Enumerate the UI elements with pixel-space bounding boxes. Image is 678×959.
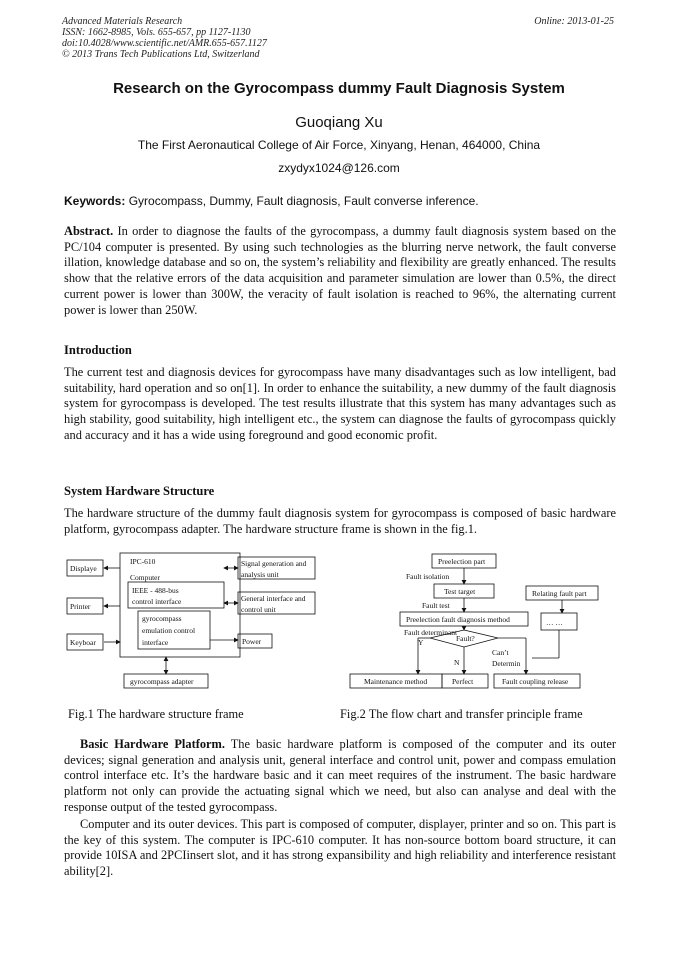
fig1-keyboard-label: Keyboar xyxy=(70,638,96,647)
fig1-power-label: Power xyxy=(242,637,262,646)
fig1-displayer-box xyxy=(66,559,104,577)
fig2-fault-question: Fault? xyxy=(456,634,475,643)
fig2-dots-label: … … xyxy=(546,618,563,627)
author-name: Guoqiang Xu xyxy=(295,114,383,131)
fig2-fault-test-label: Fault test xyxy=(422,601,451,610)
online-date: Online: 2013-01-25 xyxy=(534,16,614,27)
fig1-computer-frame xyxy=(119,552,241,658)
fig1-ieee-label-1: IEEE - 488-bus xyxy=(132,586,179,595)
fig1-general-label-2: control unit xyxy=(241,605,277,614)
fig2-maintenance-label: Maintenance method xyxy=(364,677,427,686)
affiliation: The First Aeronautical College of Air Fo… xyxy=(137,138,541,152)
fig1-printer-label: Printer xyxy=(70,602,91,611)
fig1-displayer-label: Displaye xyxy=(70,564,97,573)
fig2-fault-isolation-label: Fault isolation xyxy=(406,572,449,581)
abstract: Abstract. In order to diagnose the fault… xyxy=(64,224,616,318)
issn: ISSN: 1662-8985, Vols. 655-657, pp 1127-… xyxy=(62,27,251,38)
fig2-yes-label: Y xyxy=(418,638,424,647)
paper-title: Research on the Gyrocompass dummy Fault … xyxy=(113,80,565,97)
fig1-adapter-label: gyrocompass adapter xyxy=(130,677,194,686)
fig2-no-label: N xyxy=(454,658,460,667)
figures: Displaye Printer Keyboar IPC-610 Compute… xyxy=(66,552,599,689)
fig2-caption: Fig.2 The flow chart and transfer princi… xyxy=(340,707,583,721)
fig2-preelection-label: Preelection part xyxy=(438,557,486,566)
fig1-ipc-label-2: Computer xyxy=(130,573,160,582)
keywords-text: Gyrocompass, Dummy, Fault diagnosis, Fau… xyxy=(125,194,479,208)
fig1-caption: Fig.1 The hardware structure frame xyxy=(68,707,244,721)
hardware-heading: System Hardware Structure xyxy=(64,484,215,498)
hardware-text: The hardware structure of the dummy faul… xyxy=(64,506,616,536)
fig1-keyboard-box xyxy=(66,633,104,651)
fig2-cant-label-2: Determin xyxy=(492,659,521,668)
platform-body: The basic hardware platform is composed … xyxy=(64,737,616,814)
abstract-text: In order to diagnose the faults of the g… xyxy=(64,224,616,317)
fig2-perfect-label: Perfect xyxy=(452,677,474,686)
fig1-printer-box xyxy=(66,597,104,615)
platform-label: Basic Hardware Platform. xyxy=(80,737,225,751)
fig1-general-label-1: General interface and xyxy=(241,594,306,603)
fig2-coupling-box xyxy=(493,673,581,689)
keywords-label: Keywords: xyxy=(64,194,126,208)
fig1-labels: Displaye Printer Keyboar IPC-610 Compute… xyxy=(70,557,307,686)
fig1-ieee-label-2: control interface xyxy=(132,597,182,606)
fig2-diagram xyxy=(349,553,599,689)
fig1-ieee-box xyxy=(127,581,225,609)
fig1-gyro-box xyxy=(137,610,211,650)
fig2-determinant-label: Fault determinant xyxy=(404,628,458,637)
introduction-heading: Introduction xyxy=(64,343,132,357)
fig1-ipc-label-1: IPC-610 xyxy=(130,557,156,566)
fig2-cant-label-1: Can’t xyxy=(492,648,509,657)
journal-header: Advanced Materials Research ISSN: 1662-8… xyxy=(62,16,267,60)
fig1-gyro-label-1: gyrocompass xyxy=(142,614,182,623)
fig2-coupling-label: Fault coupling release xyxy=(502,677,569,686)
fig1-signal-label-2: analysis unit xyxy=(241,570,280,579)
author-email: zxydyx1024@126.com xyxy=(278,161,400,175)
fig1-gyro-label-3: interface xyxy=(142,638,169,647)
doi: doi:10.4028/www.scientific.net/AMR.655-6… xyxy=(62,38,267,49)
platform-text: Basic Hardware Platform. The basic hardw… xyxy=(64,737,616,816)
fig2-labels: Preelection part Fault isolation Test ta… xyxy=(364,557,587,686)
abstract-label: Abstract. xyxy=(64,224,114,238)
copyright: © 2013 Trans Tech Publications Ltd, Swit… xyxy=(62,49,260,60)
fig1-signal-label-1: Signal generation and xyxy=(241,559,307,568)
fig2-method-label: Preelection fault diagnosis method xyxy=(406,615,510,624)
journal-name: Advanced Materials Research xyxy=(62,16,183,27)
fig1-gyro-label-2: emulation control xyxy=(142,626,195,635)
fig2-relating-label: Relating fault part xyxy=(532,589,587,598)
fig1-diagram xyxy=(66,552,316,689)
introduction-text: The current test and diagnosis devices f… xyxy=(64,365,616,442)
keywords: Keywords: Gyrocompass, Dummy, Fault diag… xyxy=(64,194,616,208)
fig2-test-target-label: Test target xyxy=(444,587,476,596)
computer-text: Computer and its outer devices. This par… xyxy=(64,817,616,879)
